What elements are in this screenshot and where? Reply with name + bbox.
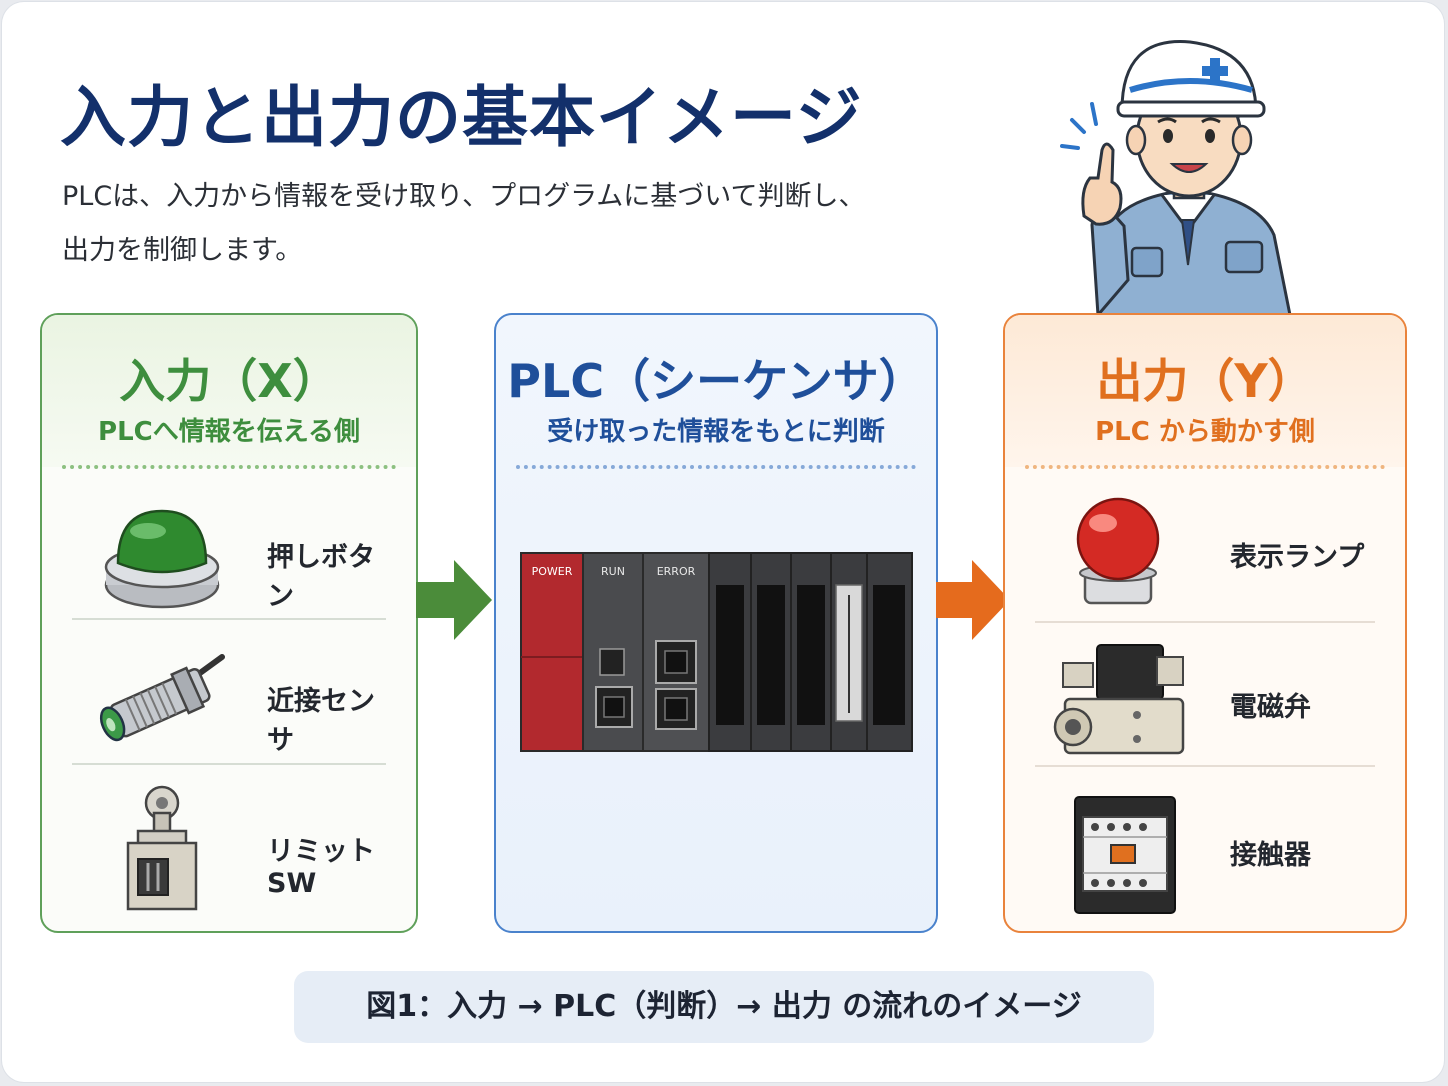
push-button-icon (104, 509, 220, 609)
page-title: 入力と出力の基本イメージ (60, 79, 863, 156)
input-item-label-1: 押しボタン (267, 542, 375, 612)
solenoid-valve-icon (1053, 644, 1185, 755)
plc-panel-title: PLC（シーケンサ） (507, 354, 925, 408)
input-panel-subtitle: PLCへ情報を伝える側 (98, 417, 360, 447)
limit-switch-icon (126, 785, 198, 911)
output-item-label-2: 電磁弁 (1230, 692, 1311, 723)
output-item-contactor: 接触器 (1035, 781, 1375, 921)
plc-run-label: RUN (601, 565, 625, 578)
output-panel: 出力（Y） PLC から動かす側 表示ランプ (1003, 313, 1407, 933)
arrow-right-icon (936, 560, 1010, 640)
contactor-icon (1074, 796, 1176, 914)
plc-power-label: POWER (532, 565, 573, 578)
input-item-label-2: 近接センサ (267, 686, 375, 756)
output-item-indicator-lamp: 表示ランプ (1035, 483, 1375, 623)
output-item-label-3: 接触器 (1230, 840, 1311, 871)
output-panel-title: 出力（Y） (1096, 354, 1314, 408)
input-item-limit-switch: リミットSW (72, 777, 386, 917)
input-panel-divider (62, 465, 396, 469)
plc-panel: PLC（シーケンサ） 受け取った情報をもとに判断 POWER RUN ERROR (494, 313, 938, 933)
output-item-label-1: 表示ランプ (1230, 542, 1365, 573)
indicator-lamp-icon (1076, 497, 1160, 605)
plc-unit-icon: POWER RUN ERROR (520, 552, 913, 752)
input-item-divider-2 (72, 763, 386, 765)
arrow-right-icon (416, 560, 492, 640)
input-item-label-3: リミットSW (267, 836, 375, 899)
input-panel: 入力（X） PLCへ情報を伝える側 押しボタン (40, 313, 418, 933)
input-item-proximity-sensor: 近接センサ (72, 627, 386, 767)
worker-mascot-icon (1060, 40, 1292, 315)
output-panel-subtitle: PLC から動かす側 (1095, 417, 1315, 447)
input-item-divider-1 (72, 618, 386, 620)
description: PLCは、入力から情報を受け取り、プログラムに基づいて判断し、 出力を制御します… (62, 170, 982, 278)
proximity-sensor-icon (99, 654, 225, 742)
description-line-1: PLCは、入力から情報を受け取り、プログラムに基づいて判断し、 (62, 181, 866, 212)
output-item-divider-2 (1035, 765, 1375, 767)
description-line-2: 出力を制御します。 (62, 235, 303, 266)
plc-panel-subtitle: 受け取った情報をもとに判断 (547, 417, 885, 447)
figure-caption: 図1：入力 → PLC（判断）→ 出力 の流れのイメージ (294, 971, 1154, 1043)
output-item-divider-1 (1035, 621, 1375, 623)
output-item-solenoid-valve: 電磁弁 (1035, 633, 1375, 773)
plc-error-label: ERROR (657, 565, 696, 578)
input-item-push-button: 押しボタン (72, 483, 386, 623)
output-panel-divider (1025, 465, 1385, 469)
plc-panel-divider (516, 465, 916, 469)
input-panel-title: 入力（X） (119, 354, 339, 408)
